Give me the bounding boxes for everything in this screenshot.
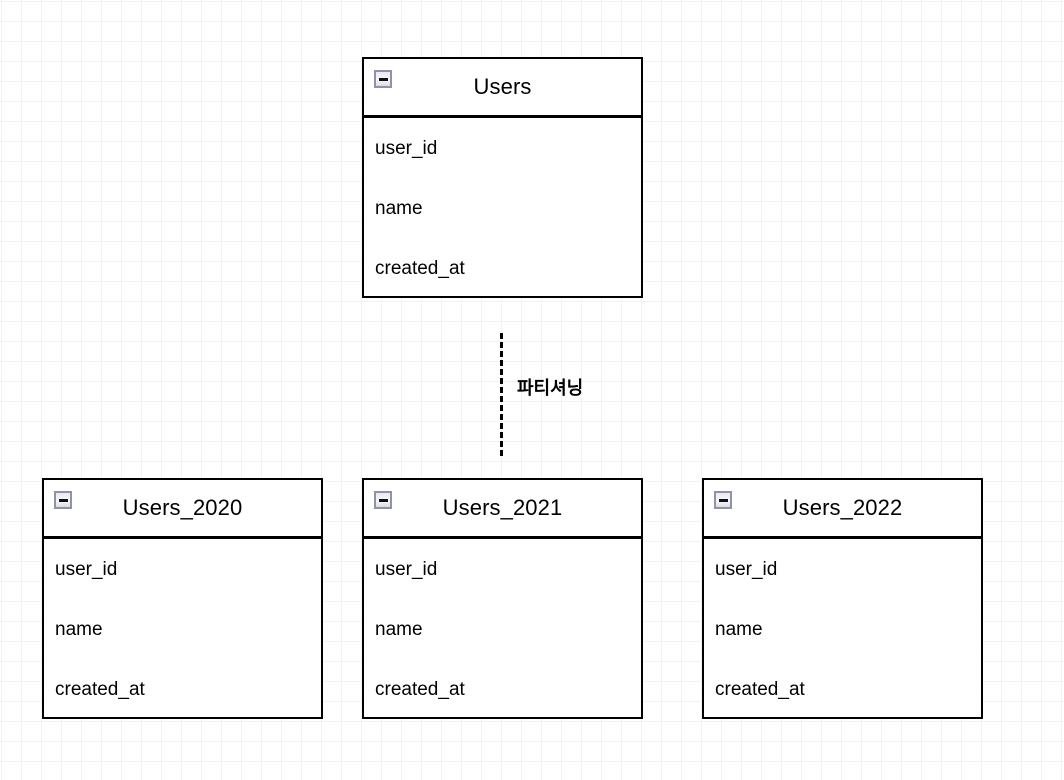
attribute-label: created_at bbox=[715, 678, 805, 700]
entity-users-header: Users bbox=[364, 59, 641, 118]
entity-users-2020-body: user_id name created_at bbox=[44, 539, 321, 717]
entity-users-2022-title: Users_2022 bbox=[782, 495, 903, 520]
attribute-label: created_at bbox=[375, 678, 465, 700]
collapse-minus-icon[interactable] bbox=[374, 70, 392, 88]
attribute-row[interactable]: name bbox=[364, 178, 641, 238]
attribute-row[interactable]: name bbox=[704, 599, 981, 659]
entity-users-2020[interactable]: Users_2020 user_id name created_at bbox=[42, 478, 323, 719]
entity-users-2021-header: Users_2021 bbox=[364, 480, 641, 539]
attribute-row[interactable]: created_at bbox=[364, 238, 641, 298]
attribute-label: user_id bbox=[375, 558, 438, 580]
attribute-row[interactable]: created_at bbox=[44, 659, 321, 719]
entity-users-title: Users bbox=[473, 74, 532, 99]
attribute-row[interactable]: name bbox=[364, 599, 641, 659]
collapse-minus-icon[interactable] bbox=[374, 491, 392, 509]
entity-users-2022[interactable]: Users_2022 user_id name created_at bbox=[702, 478, 983, 719]
entity-users-2021[interactable]: Users_2021 user_id name created_at bbox=[362, 478, 643, 719]
entity-users-2020-title: Users_2020 bbox=[122, 495, 243, 520]
minus-bar bbox=[378, 498, 388, 502]
attribute-label: name bbox=[715, 618, 763, 640]
minus-bar bbox=[58, 498, 68, 502]
attribute-row[interactable]: user_id bbox=[44, 539, 321, 599]
minus-bar bbox=[718, 498, 728, 502]
attribute-label: name bbox=[375, 618, 423, 640]
entity-users-2021-body: user_id name created_at bbox=[364, 539, 641, 717]
entity-users-body: user_id name created_at bbox=[364, 118, 641, 296]
minus-bar bbox=[378, 77, 388, 81]
collapse-minus-icon[interactable] bbox=[714, 491, 732, 509]
attribute-label: created_at bbox=[55, 678, 145, 700]
entity-users-2020-header: Users_2020 bbox=[44, 480, 321, 539]
attribute-label: created_at bbox=[375, 257, 465, 279]
attribute-row[interactable]: user_id bbox=[704, 539, 981, 599]
entity-users-2021-title: Users_2021 bbox=[442, 495, 563, 520]
attribute-row[interactable]: name bbox=[44, 599, 321, 659]
entity-users-2022-header: Users_2022 bbox=[704, 480, 981, 539]
attribute-row[interactable]: user_id bbox=[364, 539, 641, 599]
attribute-label: name bbox=[55, 618, 103, 640]
entity-users[interactable]: Users user_id name created_at bbox=[362, 57, 643, 298]
attribute-row[interactable]: created_at bbox=[704, 659, 981, 719]
partition-connector-label: 파티셔닝 bbox=[517, 378, 584, 398]
attribute-label: user_id bbox=[55, 558, 118, 580]
attribute-label: name bbox=[375, 197, 423, 219]
attribute-row[interactable]: created_at bbox=[364, 659, 641, 719]
entity-users-2022-body: user_id name created_at bbox=[704, 539, 981, 717]
attribute-row[interactable]: user_id bbox=[364, 118, 641, 178]
collapse-minus-icon[interactable] bbox=[54, 491, 72, 509]
partition-connector-line[interactable] bbox=[500, 333, 503, 456]
attribute-label: user_id bbox=[715, 558, 778, 580]
attribute-label: user_id bbox=[375, 137, 438, 159]
